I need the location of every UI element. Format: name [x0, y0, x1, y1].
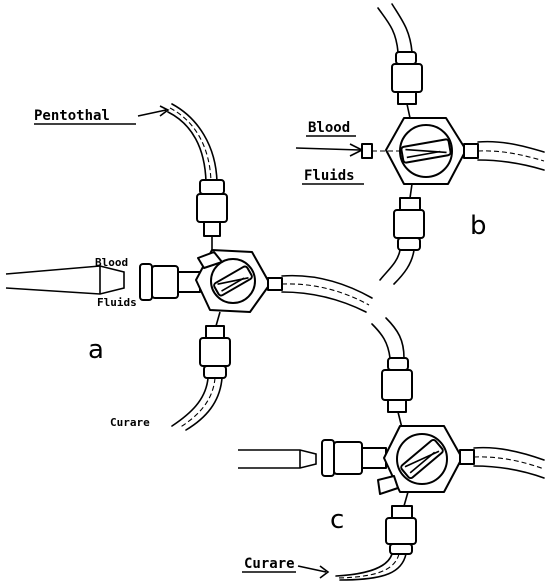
panel-a-stopcock [196, 250, 270, 312]
panel-b-top-connector [392, 52, 422, 118]
panel-c-bottom-tube [336, 554, 406, 580]
panel-a-top-tube [168, 104, 217, 182]
panel-b-blood-label: Blood [308, 120, 350, 136]
panel-c-curare-arrow [298, 566, 328, 578]
panel-c-stopcock [378, 426, 462, 494]
panel-a-letter: a [88, 335, 104, 365]
panel-a-bottom-connector [200, 312, 230, 378]
panel-b-fluids-label: Fluids [304, 168, 355, 184]
panel-b-bottom-tube [380, 250, 414, 284]
panel-b-letter: b [470, 211, 487, 241]
panel-a: Pentothal Blood Fluids a Curare [6, 104, 372, 430]
pentothal-label: Pentothal [34, 108, 110, 124]
panel-c-right-tube [460, 448, 544, 478]
panel-b: Blood Fluids b [296, 4, 544, 284]
panel-a-blood-label: Blood [95, 256, 128, 269]
panel-a-right-tube [268, 276, 372, 312]
panel-c-letter: c [330, 505, 344, 535]
panel-b-top-tube [378, 4, 412, 52]
panel-c-top-tube [372, 318, 404, 358]
panel-a-left-tube [6, 266, 124, 294]
panel-b-bottom-connector [394, 184, 424, 250]
panel-c-left-connector [322, 440, 386, 476]
panel-c: c Curare [238, 318, 544, 580]
panel-c-top-connector [382, 358, 412, 428]
panel-a-left-connector [140, 264, 200, 300]
panel-b-right-tube [464, 142, 544, 170]
panel-c-left-nozzle [238, 450, 316, 468]
pentothal-arrow [138, 106, 168, 116]
panel-a-fluids-label: Fluids [97, 296, 137, 309]
panel-a-top-connector [197, 180, 227, 252]
panel-a-curare-label: Curare [110, 416, 150, 429]
panel-c-curare-label: Curare [244, 556, 295, 572]
panel-a-bottom-tube [172, 378, 222, 430]
panel-c-bottom-connector [386, 492, 416, 554]
